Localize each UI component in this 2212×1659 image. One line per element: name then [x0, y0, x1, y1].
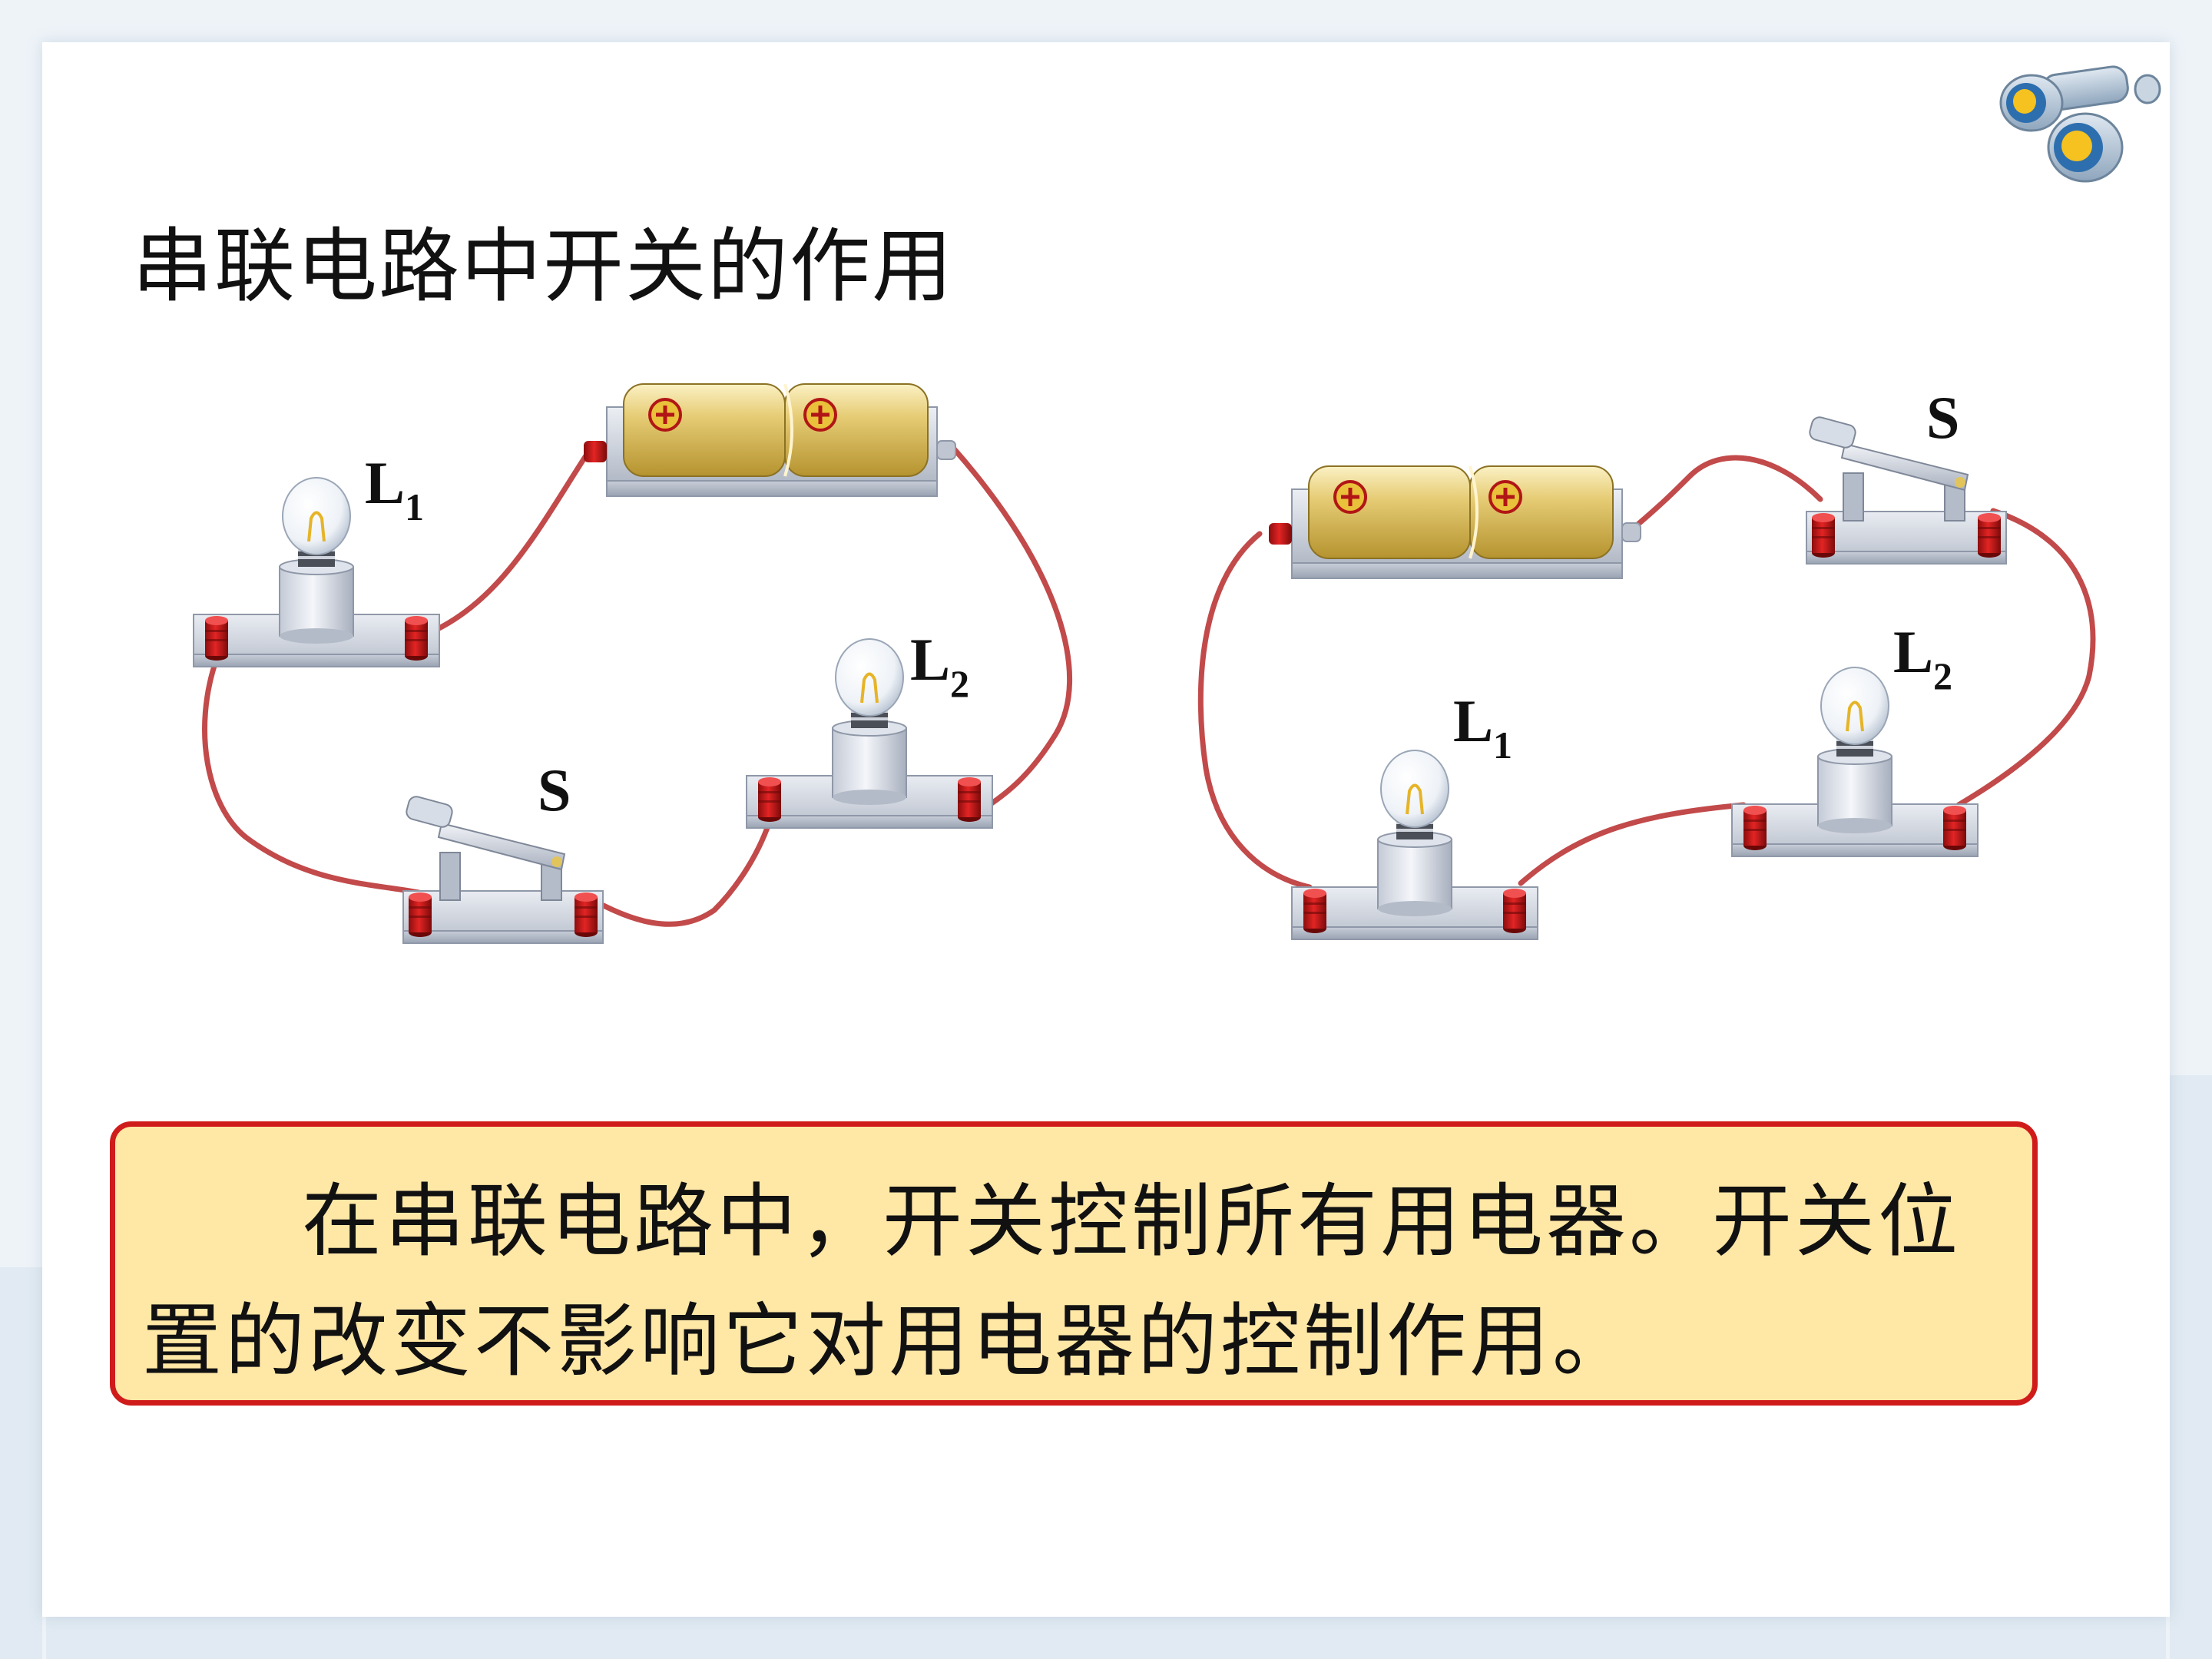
right-lamp-L2-label: L2 — [1893, 618, 1952, 697]
right-lamp-L1 — [1292, 750, 1538, 939]
left-circuit-wires — [202, 444, 1073, 927]
left-lamp-L2-label: L2 — [910, 626, 969, 705]
circuit-diagrams: L1 L2 S L1 L2 S — [0, 0, 2096, 1075]
slide-title: 串联电路中开关的作用 — [132, 220, 955, 313]
binoculars-icon[interactable] — [1997, 55, 2166, 194]
conclusion-text: 在串联电路中，开关控制所有用电器。开关位置的改变不影响它对用电器的控制作用。 — [142, 1174, 1962, 1388]
right-lamp-L1-label: L1 — [1453, 687, 1512, 767]
right-circuit-wires — [1197, 455, 2096, 890]
right-switch-S-label: S — [1926, 384, 1959, 451]
left-switch-S — [403, 795, 603, 943]
left-lamp-L1-label: L1 — [365, 449, 424, 528]
left-switch-S-label: S — [538, 757, 571, 823]
right-battery — [1269, 466, 1641, 578]
conclusion-box: 在串联电路中，开关控制所有用电器。开关位置的改变不影响它对用电器的控制作用。 — [110, 1121, 2038, 1406]
right-switch-S — [1806, 416, 2006, 564]
left-circuit: L1 L2 S — [194, 384, 1073, 943]
right-circuit: L1 L2 S — [1197, 384, 2096, 939]
left-battery — [584, 384, 955, 496]
